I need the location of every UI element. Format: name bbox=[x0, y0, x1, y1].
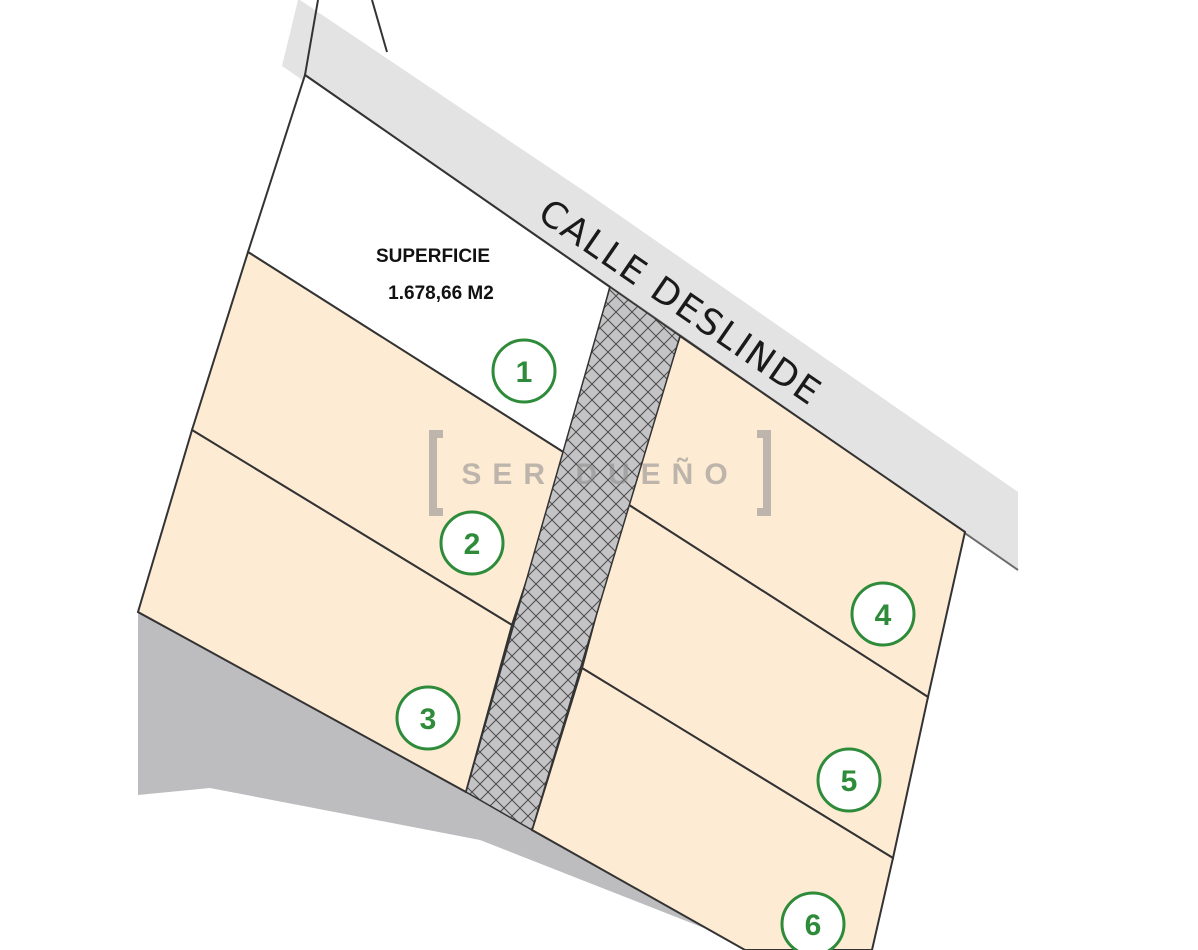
watermark-bracket-right bbox=[757, 430, 771, 516]
lot-marker-circle bbox=[816, 747, 882, 813]
area-value: 1.678,66 M2 bbox=[388, 283, 494, 304]
lot-marker-4: 4 bbox=[850, 581, 916, 647]
lot-marker-circle bbox=[850, 581, 916, 647]
lot-number: 2 bbox=[464, 528, 481, 561]
lot-number: 6 bbox=[805, 909, 822, 942]
lot-marker-1: 1 bbox=[491, 338, 557, 404]
watermark-bracket-left bbox=[429, 430, 443, 516]
property-edge-north bbox=[371, 0, 388, 53]
lot-marker-circle bbox=[780, 891, 846, 950]
access-strip bbox=[465, 285, 681, 832]
lot-marker-2: 2 bbox=[439, 510, 505, 576]
lot-number: 1 bbox=[516, 356, 533, 389]
lower-road bbox=[138, 612, 760, 950]
lot-marker-6: 6 bbox=[780, 891, 846, 950]
lot-marker-5: 5 bbox=[816, 747, 882, 813]
street-band bbox=[282, 0, 1018, 570]
lot-marker-circle bbox=[439, 510, 505, 576]
area-label: SUPERFICIE bbox=[376, 246, 490, 267]
property-edge bbox=[304, 0, 319, 76]
watermark: SER DUEÑO bbox=[429, 430, 771, 516]
watermark-text: SER DUEÑO bbox=[461, 457, 738, 491]
lot-number: 3 bbox=[420, 703, 437, 736]
lot-marker-circle bbox=[395, 685, 461, 751]
lot-marker-circle bbox=[491, 338, 557, 404]
lot-marker-3: 3 bbox=[395, 685, 461, 751]
lot-number: 5 bbox=[841, 765, 858, 798]
lot-number: 4 bbox=[875, 599, 892, 632]
